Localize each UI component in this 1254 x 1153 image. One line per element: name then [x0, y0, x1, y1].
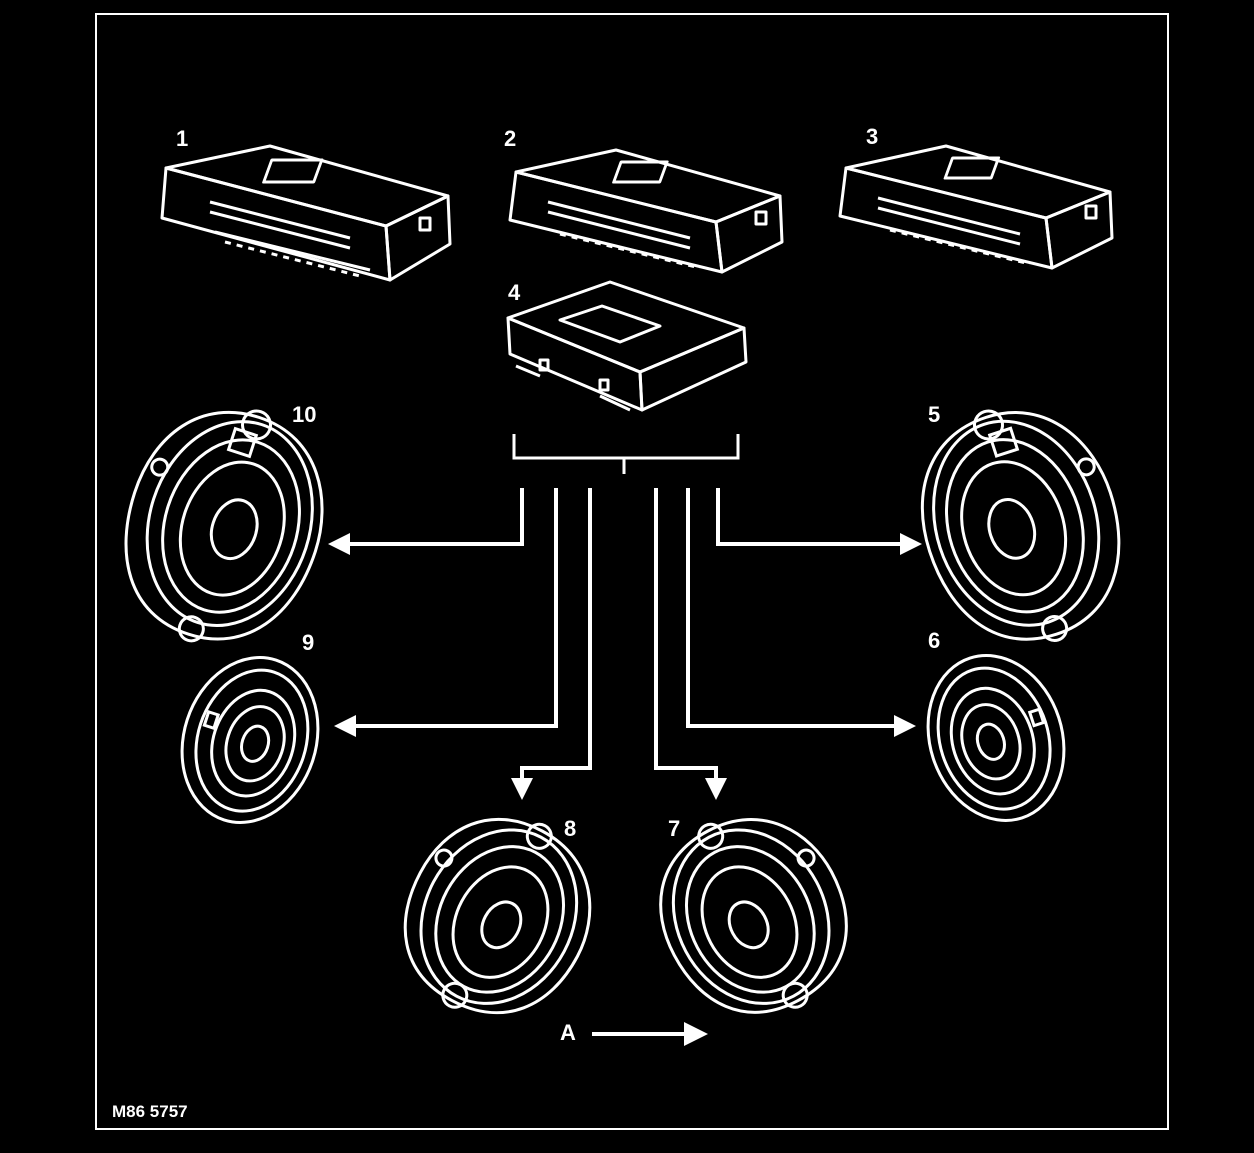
speaker-8 — [403, 817, 592, 1015]
callout-8: 8 — [564, 816, 577, 841]
arrow-head-to-10 — [328, 533, 350, 555]
callout-1: 1 — [176, 126, 189, 151]
bus-bracket — [512, 434, 740, 474]
direction-arrow — [592, 1022, 708, 1046]
speaker-7 — [659, 818, 848, 1014]
direction-label: A — [560, 1020, 576, 1045]
arrow-head-to-5 — [900, 533, 922, 555]
callout-6: 6 — [928, 628, 941, 653]
callout-2: 2 — [504, 126, 517, 151]
arrow-head-to-9 — [334, 715, 356, 737]
head-unit-3 — [838, 144, 1114, 270]
callout-5: 5 — [928, 402, 941, 427]
callout-10: 10 — [292, 402, 317, 427]
arrow-head-to-8 — [511, 778, 533, 800]
signal-arrows — [346, 488, 902, 778]
arrow-head-to-7 — [705, 778, 727, 800]
speaker-6 — [926, 654, 1066, 822]
reference-code: M86 5757 — [112, 1102, 188, 1121]
speaker-5 — [920, 409, 1121, 643]
callout-9: 9 — [302, 630, 315, 655]
callout-7: 7 — [668, 816, 681, 841]
head-unit-2 — [508, 148, 784, 274]
arrow-head-to-6 — [894, 715, 916, 737]
head-unit-1 — [160, 144, 452, 282]
speaker-9 — [180, 656, 320, 824]
callout-3: 3 — [866, 124, 879, 149]
amplifier-4 — [506, 280, 748, 412]
diagram-frame — [95, 13, 1169, 1130]
speaker-10 — [124, 409, 324, 643]
callout-4: 4 — [508, 280, 521, 305]
